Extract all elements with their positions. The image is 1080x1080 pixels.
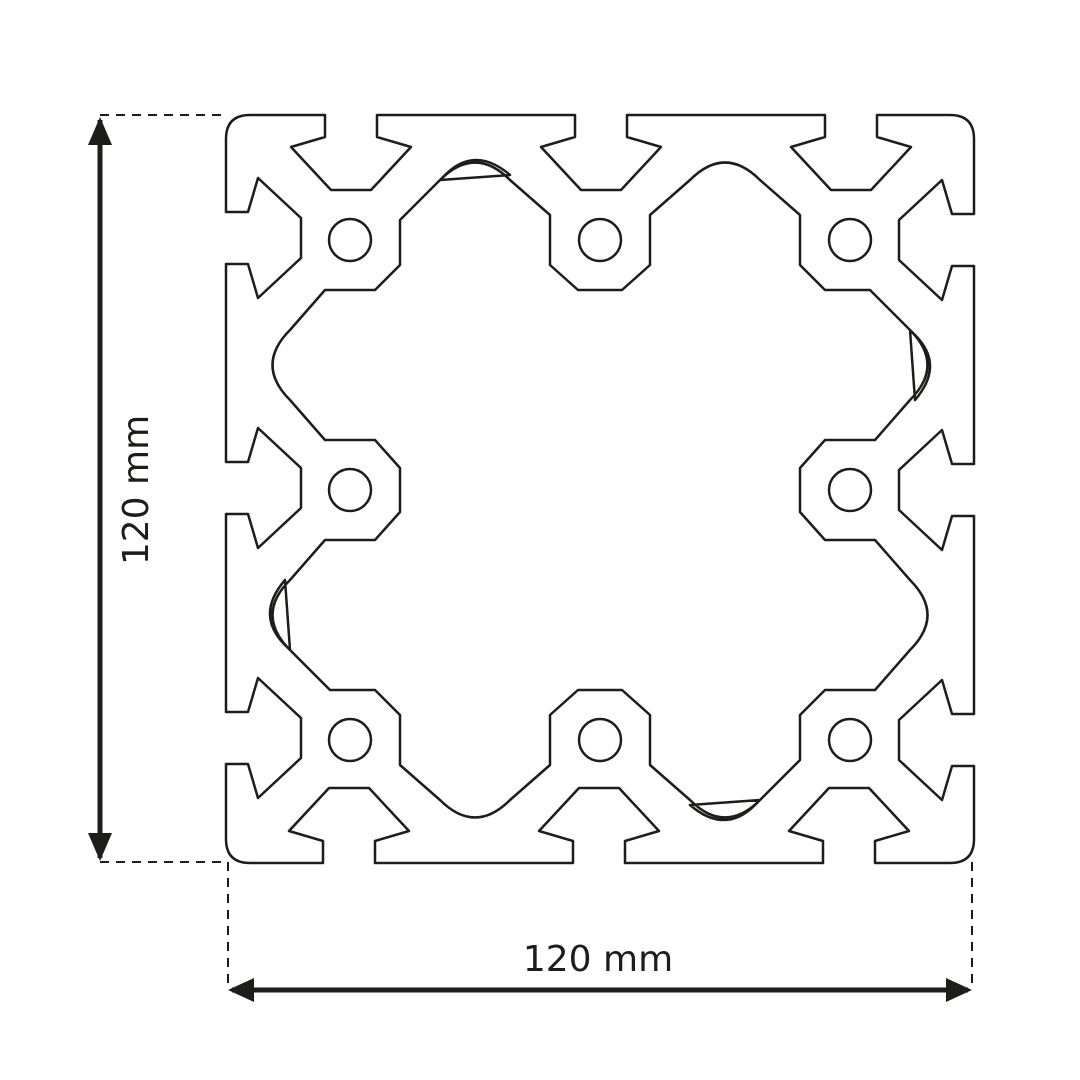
height-label: 120 mm bbox=[116, 415, 157, 565]
arrowhead-top bbox=[88, 117, 112, 145]
arrowhead-bottom bbox=[88, 833, 112, 861]
profile-center-cavity bbox=[268, 158, 932, 822]
screw-hole bbox=[327, 467, 373, 513]
width-label: 120 mm bbox=[523, 939, 673, 980]
screw-hole bbox=[577, 717, 623, 763]
arrowhead-right bbox=[946, 978, 972, 1002]
screw-hole bbox=[327, 717, 373, 763]
screw-hole bbox=[827, 467, 873, 513]
screw-hole bbox=[327, 217, 373, 263]
screw-hole bbox=[827, 217, 873, 263]
screw-holes bbox=[327, 217, 873, 763]
screw-hole bbox=[827, 717, 873, 763]
arrowhead-left bbox=[228, 978, 254, 1002]
extension-lines bbox=[100, 114, 973, 990]
screw-hole bbox=[577, 217, 623, 263]
